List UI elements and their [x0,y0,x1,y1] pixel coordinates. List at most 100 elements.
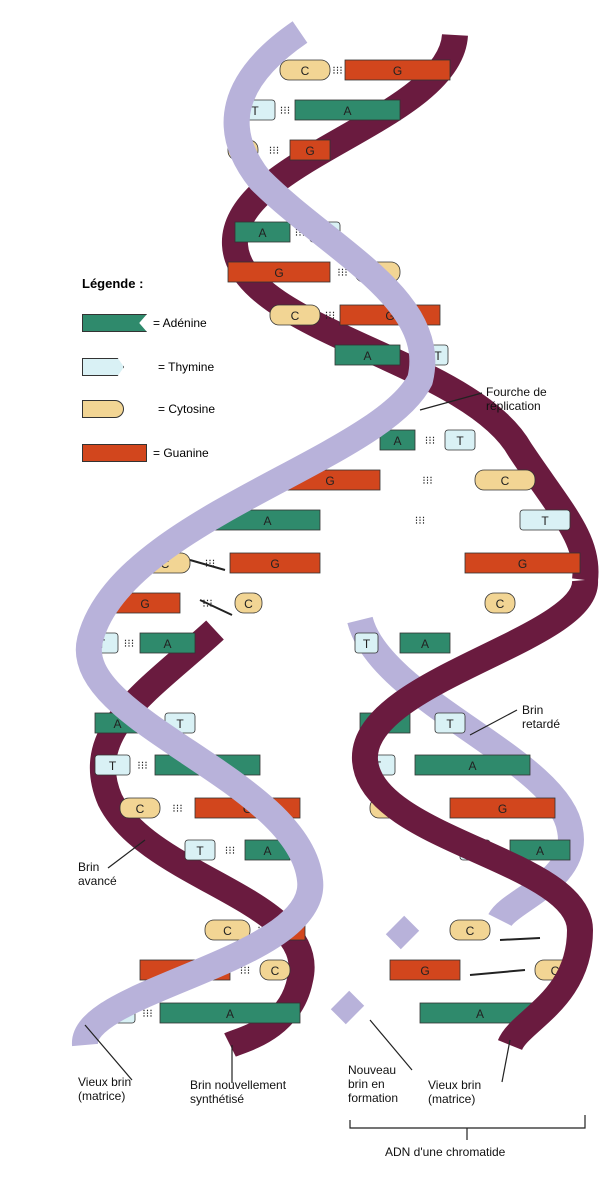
thymine-base [94,754,131,776]
cytosine-base [484,592,516,614]
adenine-base [294,99,401,121]
base-letter: A [363,349,371,363]
legend-label: = Cytosine [158,402,216,416]
base-letter: A [226,1007,234,1021]
adenine-base [139,632,196,654]
base-letter: A [468,759,476,773]
base-letter: A [263,844,271,858]
base-letter: A [258,226,266,240]
cytosine-base [269,304,321,326]
thymine-base [434,712,466,734]
hydrogen-bonds: ⁝⁝⁝ [280,105,291,117]
hydrogen-bonds: ⁝⁝⁝ [425,435,436,447]
old-strand [72,21,436,1047]
base-letter: A [163,637,171,651]
base-letter: G [274,266,283,280]
thymine-base [444,429,476,451]
hydrogen-bonds: ⁝⁝⁝ [225,845,236,857]
thymine-base [519,509,571,531]
base-letter: C [551,964,560,978]
guanine-base [227,261,331,283]
base-letter: T [363,637,371,651]
old-left-pointer [84,1024,133,1081]
base-letter: G [518,557,527,571]
legend-adenine: = Adénine [82,314,207,332]
base-letter: A [343,104,351,118]
adenine-base [379,429,416,451]
guanine-base [464,552,581,574]
base-letter: C [496,597,505,611]
hydrogen-bonds: ⁝⁝⁝ [172,803,183,815]
base-pair: T A ⁝⁝⁝ [234,99,401,121]
base-letter: A [421,637,429,651]
hydrogen-bonds: ⁝⁝⁝ [325,310,336,322]
base-letter: C [244,597,253,611]
adenine-base [159,1002,301,1024]
base-letter: A [536,844,544,858]
hydrogen-bonds: ⁝⁝⁝ [332,65,343,77]
leading-pointer [107,839,146,869]
old-strand [347,615,584,928]
cytosine-base [259,959,291,981]
fork-label: Fourche de réplication [486,385,547,413]
base-letter: A [476,1007,484,1021]
base-letter: T [196,844,204,858]
base-letter: T [109,759,117,773]
thymine-base [354,632,379,654]
hydrogen-bonds: ⁝⁝⁝ [337,267,348,279]
cytosine-base [234,592,263,614]
base-letter: C [271,964,280,978]
leading-strand-label: Brin avancé [78,860,117,888]
guanine-base [344,59,451,81]
new-strand-label: Brin nouvellement synthétisé [190,1078,287,1106]
hydrogen-bonds: ⁝⁝⁝ [205,558,216,570]
hydrogen-bonds: ⁝⁝⁝ [295,227,306,239]
cytosine-base [204,919,251,941]
base-pair: A T ⁝⁝⁝ [214,509,571,531]
base-letter: C [501,474,510,488]
base-letter: T [434,349,442,363]
base-letter: T [541,514,549,528]
legend-guanine: = Guanine [82,444,209,462]
base-letter: T [251,104,259,118]
base-letter: T [176,717,184,731]
old-strand-left-label: Vieux brin (matrice) [78,1075,132,1103]
base-letter: C [466,924,475,938]
chromatid-label: ADN d'une chromatide [385,1145,506,1159]
arrows [189,559,541,976]
adenine-base [414,754,531,776]
adenine-base [234,221,291,243]
base-letter: T [446,717,454,731]
old-strand [330,915,420,1025]
forming-pointer [369,1019,413,1071]
chromatid-bracket [349,1115,586,1140]
hydrogen-bonds: ⁝⁝⁝ [269,145,280,157]
cytosine-base [474,469,536,491]
base-letter: G [420,964,429,978]
base-letter: G [270,557,279,571]
hydrogen-bonds: ⁝⁝⁝ [137,760,148,772]
hydrogen-bonds: ⁝⁝⁝ [142,1008,153,1020]
forming-strand-label: Nouveau brin en formation [348,1063,399,1105]
base-letter: G [325,474,334,488]
base-letter: C [301,64,310,78]
base-letter: T [456,434,464,448]
cytosine-base [449,919,491,941]
cytosine-base [119,797,161,819]
base-letter: A [263,514,271,528]
lagging-strand-label: Brin retardé [522,703,561,731]
guanine-base [229,552,321,574]
hydrogen-bonds: ⁝⁝⁝ [415,515,426,527]
adenine-base [334,344,401,366]
old-right-pointer [501,1039,511,1083]
legend-cytosine: = Cytosine [82,400,215,418]
cytosine-base [279,59,331,81]
legend-label: = Adénine [153,316,207,330]
base-letter: C [291,309,300,323]
guanine-base [449,797,556,819]
